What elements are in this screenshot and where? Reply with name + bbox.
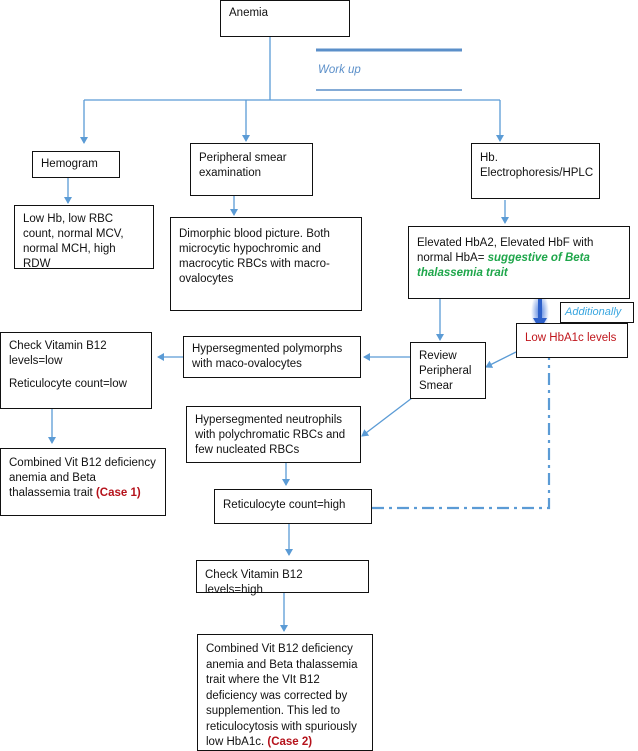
retic-high-box: Reticulocyte count=high [214,489,372,524]
retic-high-label: Reticulocyte count=high [223,499,346,511]
low-hba1c-label: Low HbA1c levels [525,332,617,344]
electro-result-box: Elevated HbA2, Elevated HbF with normal … [408,226,630,299]
additionally-box: Additionally [560,302,634,323]
check-b12-high-label: Check Vitamin B12 levels=high [205,569,303,596]
hypersegmented-poly-text: Hypersegmented polymorphs with maco-oval… [192,343,343,370]
electro-result-text: Elevated HbA2, Elevated HbF with normal … [417,237,594,264]
case2-text: Combined Vit B12 deficiency anemia and B… [206,643,358,748]
smear-result-text: Dimorphic blood picture. Both microcytic… [179,228,330,285]
check-b12-low-box: Check Vitamin B12 levels=low Reticulocyt… [0,332,152,409]
hemogram-label: Hemogram [41,158,98,170]
anemia-box: Anemia [220,0,350,37]
beta-thal-highlight: suggestive of Beta thalassemia trait [417,252,590,279]
peripheral-smear-label: Peripheral smear examination [199,152,287,179]
check-b12-low-line2: Reticulocyte count=low [9,378,127,390]
hypersegmented-neut-box: Hypersegmented neutrophils with polychro… [186,406,361,463]
peripheral-smear-box: Peripheral smear examination [190,143,313,196]
hemogram-box: Hemogram [32,151,120,178]
anemia-label: Anemia [229,7,268,19]
electrophoresis-label: Hb. Electrophoresis/HPLC [480,152,594,179]
review-smear-box: Review Peripheral Smear [410,342,486,399]
case2-label: (Case 2) [267,736,313,748]
case1-text: Combined Vit B12 deficiency anemia and B… [9,457,156,499]
case1-label: (Case 1) [95,487,141,499]
smear-result-box: Dimorphic blood picture. Both microcytic… [170,217,362,311]
case2-box: Combined Vit B12 deficiency anemia and B… [197,634,373,751]
case1-box: Combined Vit B12 deficiency anemia and B… [0,448,166,516]
hemogram-result-box: Low Hb, low RBC count, normal MCV, norma… [14,205,154,270]
workup-label: Work up [318,64,361,76]
additionally-label: Additionally [565,306,622,318]
electrophoresis-box: Hb. Electrophoresis/HPLC [471,143,600,199]
hypersegmented-poly-box: Hypersegmented polymorphs with maco-oval… [183,336,361,378]
check-b12-low-line1: Check Vitamin B12 levels=low [9,340,107,367]
review-smear-label: Review Peripheral Smear [419,350,472,392]
hemogram-result-text: Low Hb, low RBC count, normal MCV, norma… [23,213,124,270]
hypersegmented-neut-text: Hypersegmented neutrophils with polychro… [195,414,346,456]
check-b12-high-box: Check Vitamin B12 levels=high [196,560,369,596]
low-hba1c-box: Low HbA1c levels [516,323,628,358]
